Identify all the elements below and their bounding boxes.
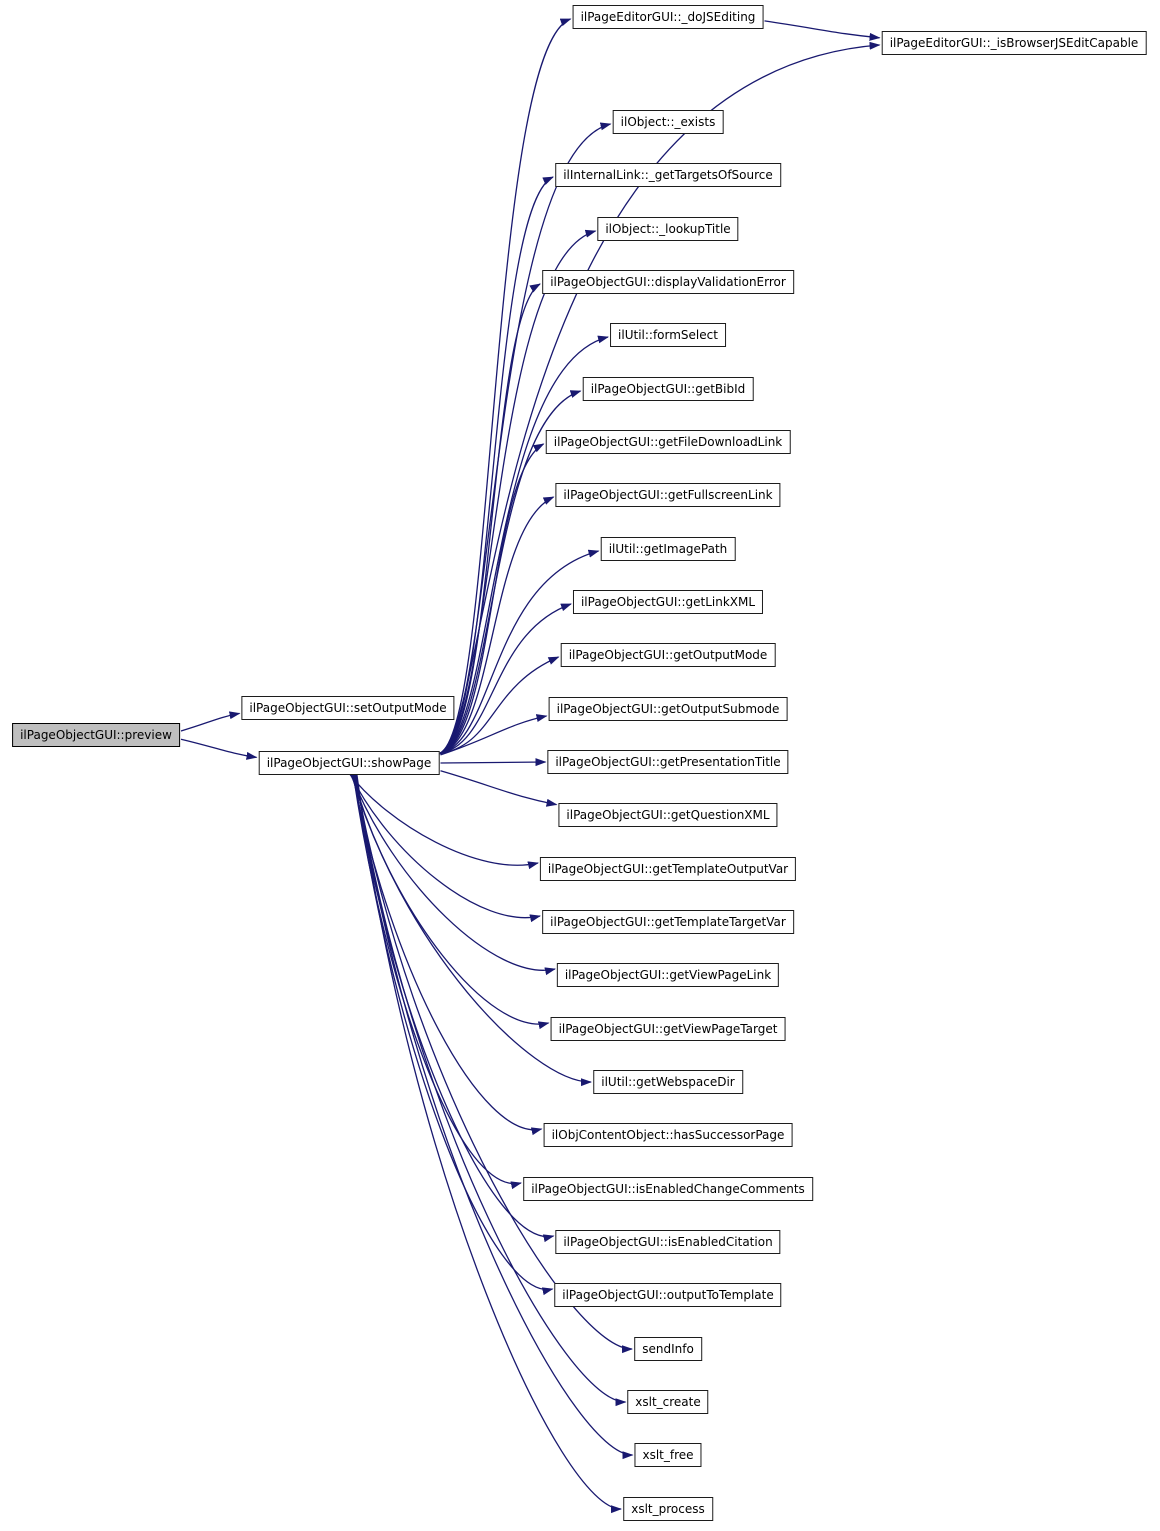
graph-node-getPresentationTitle[interactable]: ilPageObjectGUI::getPresentationTitle — [547, 750, 789, 774]
graph-node-formSelect[interactable]: ilUtil::formSelect — [610, 323, 726, 347]
graph-node-doJSEditing[interactable]: ilPageEditorGUI::_doJSEditing — [572, 5, 764, 29]
graph-node-isEnabledChangeComments[interactable]: ilPageObjectGUI::isEnabledChangeComments — [523, 1177, 813, 1201]
edge-showPage-getWebspaceDir — [351, 773, 592, 1087]
edge-showPage-getImagePath — [437, 549, 600, 755]
graph-node-exists[interactable]: ilObject::_exists — [612, 110, 724, 134]
edge-showPage-getViewPageLink — [350, 773, 556, 976]
graph-node-hasSuccessorPage[interactable]: ilObjContentObject::hasSuccessorPage — [543, 1123, 793, 1147]
edge-showPage-getTemplateTargetVar — [349, 773, 541, 923]
edge-showPage-getFullscreenLink — [437, 496, 555, 755]
edge-showPage-getTemplateOutputVar — [349, 773, 539, 870]
edge-showPage-xslt_free — [355, 773, 634, 1460]
graph-node-getWebspaceDir[interactable]: ilUtil::getWebspaceDir — [593, 1070, 743, 1094]
graph-node-lookupTitle[interactable]: ilObject::_lookupTitle — [597, 217, 739, 241]
graph-node-getBibId[interactable]: ilPageObjectGUI::getBibId — [582, 377, 754, 401]
edge-showPage-getFileDownloadLink — [437, 443, 545, 755]
graph-node-isBrowserJSEditCapable[interactable]: ilPageEditorGUI::_isBrowserJSEditCapable — [881, 31, 1147, 55]
graph-node-getTargetsOfSource[interactable]: ilInternalLink::_getTargetsOfSource — [555, 163, 781, 187]
graph-node-isEnabledCitation[interactable]: ilPageObjectGUI::isEnabledCitation — [555, 1230, 781, 1254]
graph-node-showPage[interactable]: ilPageObjectGUI::showPage — [258, 751, 440, 775]
edge-preview-showPage — [180, 738, 258, 760]
edge-showPage-lookupTitle — [437, 229, 597, 755]
edge-showPage-doJSEditing — [437, 18, 572, 755]
graph-node-getTemplateTargetVar[interactable]: ilPageObjectGUI::getTemplateTargetVar — [542, 910, 794, 934]
edge-showPage-sendInfo — [354, 773, 633, 1354]
graph-node-preview: ilPageObjectGUI::preview — [12, 723, 180, 747]
graph-node-getImagePath[interactable]: ilUtil::getImagePath — [600, 537, 736, 561]
edge-showPage-displayValidationError — [437, 283, 541, 755]
graph-node-getFileDownloadLink[interactable]: ilPageObjectGUI::getFileDownloadLink — [545, 430, 791, 454]
graph-node-xslt_process[interactable]: xslt_process — [623, 1497, 713, 1521]
edge-showPage-getTargetsOfSource — [437, 176, 554, 755]
edge-preview-setOutputMode — [180, 711, 241, 732]
graph-node-getOutputSubmode[interactable]: ilPageObjectGUI::getOutputSubmode — [548, 697, 788, 721]
edge-doJSEditing-isBrowserJSEditCapable — [764, 20, 881, 41]
graph-node-getViewPageLink[interactable]: ilPageObjectGUI::getViewPageLink — [556, 963, 780, 987]
graph-node-getLinkXML[interactable]: ilPageObjectGUI::getLinkXML — [572, 590, 764, 614]
edge-showPage-getPresentationTitle — [440, 758, 547, 767]
graph-node-xslt_create[interactable]: xslt_create — [627, 1390, 709, 1414]
edge-showPage-getQuestionXML — [440, 770, 558, 807]
edge-showPage-formSelect — [437, 335, 609, 755]
edge-group — [180, 18, 881, 1514]
edge-showPage-xslt_process — [356, 773, 622, 1514]
graph-node-displayValidationError[interactable]: ilPageObjectGUI::displayValidationError — [542, 270, 794, 294]
graph-node-sendInfo[interactable]: sendInfo — [634, 1337, 702, 1361]
graph-node-getOutputMode[interactable]: ilPageObjectGUI::getOutputMode — [560, 643, 776, 667]
edge-showPage-getOutputSubmode — [440, 714, 548, 756]
graph-node-xslt_free[interactable]: xslt_free — [634, 1443, 702, 1467]
edge-showPage-getLinkXML — [437, 603, 572, 755]
graph-node-outputToTemplate[interactable]: ilPageObjectGUI::outputToTemplate — [554, 1283, 782, 1307]
graph-node-getQuestionXML[interactable]: ilPageObjectGUI::getQuestionXML — [558, 803, 778, 827]
edge-showPage-xslt_create — [354, 773, 627, 1407]
graph-node-getViewPageTarget[interactable]: ilPageObjectGUI::getViewPageTarget — [550, 1017, 786, 1041]
graph-node-getTemplateOutputVar[interactable]: ilPageObjectGUI::getTemplateOutputVar — [539, 857, 797, 881]
graph-node-getFullscreenLink[interactable]: ilPageObjectGUI::getFullscreenLink — [555, 483, 781, 507]
graph-node-setOutputMode[interactable]: ilPageObjectGUI::setOutputMode — [241, 696, 455, 720]
